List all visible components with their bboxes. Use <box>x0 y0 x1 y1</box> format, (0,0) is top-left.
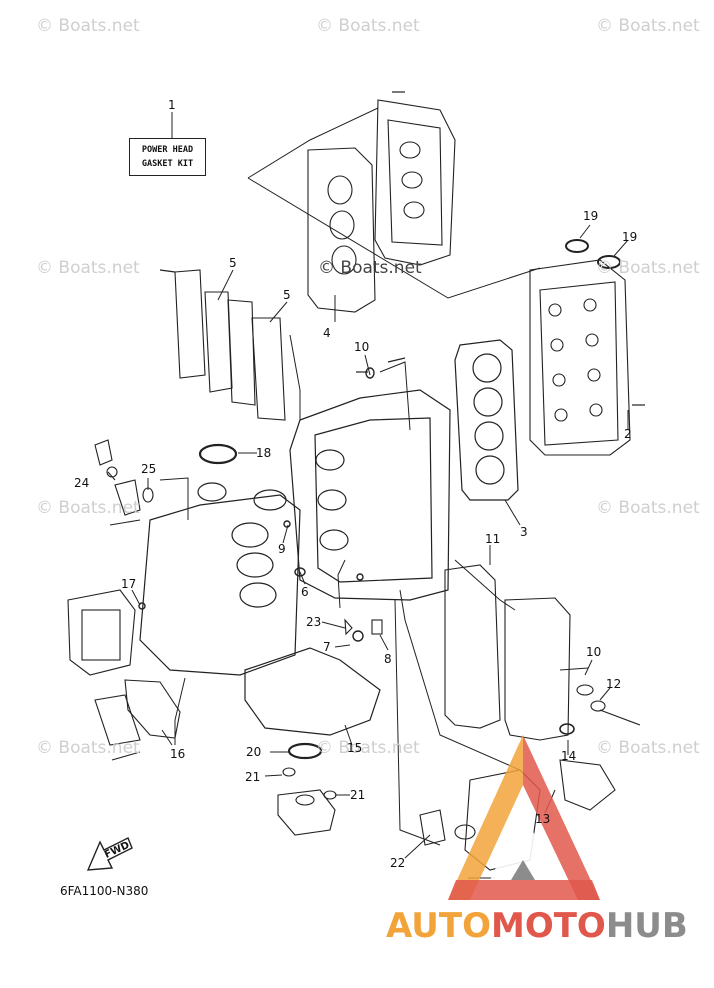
cylinder-head-gasket <box>454 339 519 501</box>
callout-number[interactable]: 6 <box>301 585 309 599</box>
o-ring <box>138 367 375 642</box>
assembly-line <box>247 107 379 179</box>
callout-number[interactable]: 21 <box>245 770 261 784</box>
callout-number[interactable]: 13 <box>535 812 551 826</box>
leader-line <box>584 659 593 676</box>
assembly-line <box>379 361 411 431</box>
leader-line <box>404 834 431 859</box>
callout-number[interactable]: 4 <box>323 326 331 340</box>
leader-line <box>217 269 234 301</box>
callout-number[interactable]: 14 <box>561 749 577 763</box>
exhaust-gasket <box>307 147 376 313</box>
brand-part-auto: AUTO <box>386 906 491 946</box>
callout-number[interactable]: 20 <box>246 745 262 759</box>
brand-part-moto: MOTO <box>490 906 606 946</box>
assembly-line <box>289 334 301 420</box>
oil-seal <box>198 443 238 465</box>
bolt <box>159 91 645 406</box>
watermark-text: © Boats.net <box>596 738 700 758</box>
assembly-line <box>337 559 346 609</box>
watermark-text: © Boats.net <box>596 16 700 36</box>
plate-gasket <box>94 679 181 761</box>
leader-line <box>379 634 389 651</box>
callout-number[interactable]: 19 <box>622 230 638 244</box>
callout-number[interactable]: 5 <box>229 256 237 270</box>
cylinder-block <box>289 389 451 601</box>
callout-number[interactable]: 21 <box>350 788 366 802</box>
callout-number[interactable]: 18 <box>256 446 272 460</box>
brand-part-hub: HUB <box>605 906 688 946</box>
callout-number[interactable]: 8 <box>384 652 392 666</box>
seal-housing <box>277 767 337 836</box>
leader-line <box>504 499 521 526</box>
leader-line <box>599 687 611 701</box>
cover-gasket <box>174 269 286 421</box>
leader-line <box>364 354 371 376</box>
side-cover <box>504 597 641 741</box>
callout-number[interactable]: 10 <box>354 340 370 354</box>
oil-fitting <box>94 439 154 526</box>
assembly-line <box>454 559 516 611</box>
leader-line <box>613 239 629 257</box>
callout-number[interactable]: 12 <box>606 677 622 691</box>
kit-label-line1: POWER HEAD <box>141 145 194 155</box>
callout-number[interactable]: 10 <box>586 645 602 659</box>
leader-line <box>321 621 346 629</box>
crankcase <box>139 482 301 676</box>
leader-line <box>579 224 591 239</box>
callout-number[interactable]: 25 <box>141 462 157 476</box>
figure-code: 6FA1100-N380 <box>60 884 149 898</box>
exhaust-cover <box>374 99 456 266</box>
callout-number[interactable]: 11 <box>485 532 501 546</box>
watermark-text: © Boats.net <box>318 258 422 278</box>
assembly-line <box>399 589 521 771</box>
callout-number[interactable]: 16 <box>170 747 186 761</box>
leader-line <box>269 301 288 323</box>
watermark-text: © Boats.net <box>36 258 140 278</box>
watermark-text: © Boats.net <box>36 498 140 518</box>
kit-label-line2: GASKET KIT <box>141 159 194 169</box>
watermark-text: © Boats.net <box>316 16 420 36</box>
o-ring <box>559 723 575 735</box>
assembly-line <box>247 177 541 299</box>
callout-number[interactable]: 3 <box>520 525 528 539</box>
callout-number[interactable]: 17 <box>121 577 137 591</box>
leader-line <box>282 524 289 544</box>
watermark-text: © Boats.net <box>596 498 700 518</box>
callout-number[interactable]: 5 <box>283 288 291 302</box>
side-plate <box>67 589 136 676</box>
cylinder-head <box>529 259 631 456</box>
leader-line <box>264 774 283 777</box>
oil-pan-gasket <box>244 647 381 736</box>
gasket-kit-label: POWER HEAD GASKET KIT <box>129 138 206 176</box>
callout-number[interactable]: 15 <box>347 741 363 755</box>
callout-number[interactable]: 24 <box>74 476 90 490</box>
watermark-text: © Boats.net <box>596 258 700 278</box>
oil-seal <box>565 239 621 269</box>
watermark-text: © Boats.net <box>36 16 140 36</box>
callout-number[interactable]: 9 <box>278 542 286 556</box>
watermark-text: © Boats.net <box>36 738 140 758</box>
callout-number[interactable]: 7 <box>323 640 331 654</box>
automotohub-logo-icon <box>448 735 600 900</box>
callout-number[interactable]: 23 <box>306 615 322 629</box>
callout-number[interactable]: 1 <box>168 98 176 112</box>
assembly-line <box>394 599 441 846</box>
leader-line <box>334 644 351 648</box>
callout-number[interactable]: 19 <box>583 209 599 223</box>
sensor <box>344 618 383 636</box>
watermark-text: © Boats.net <box>316 738 420 758</box>
leader-line <box>107 471 116 481</box>
callout-number[interactable]: 2 <box>624 427 632 441</box>
leader-line <box>131 589 141 606</box>
cover-gasket <box>444 564 501 729</box>
oil-seal <box>287 742 323 760</box>
brand-wordmark: AUTOMOTOHUB <box>386 906 688 946</box>
fwd-arrow-icon: FWD <box>86 837 133 871</box>
callout-number[interactable]: 22 <box>390 856 406 870</box>
assembly-line <box>159 477 189 520</box>
